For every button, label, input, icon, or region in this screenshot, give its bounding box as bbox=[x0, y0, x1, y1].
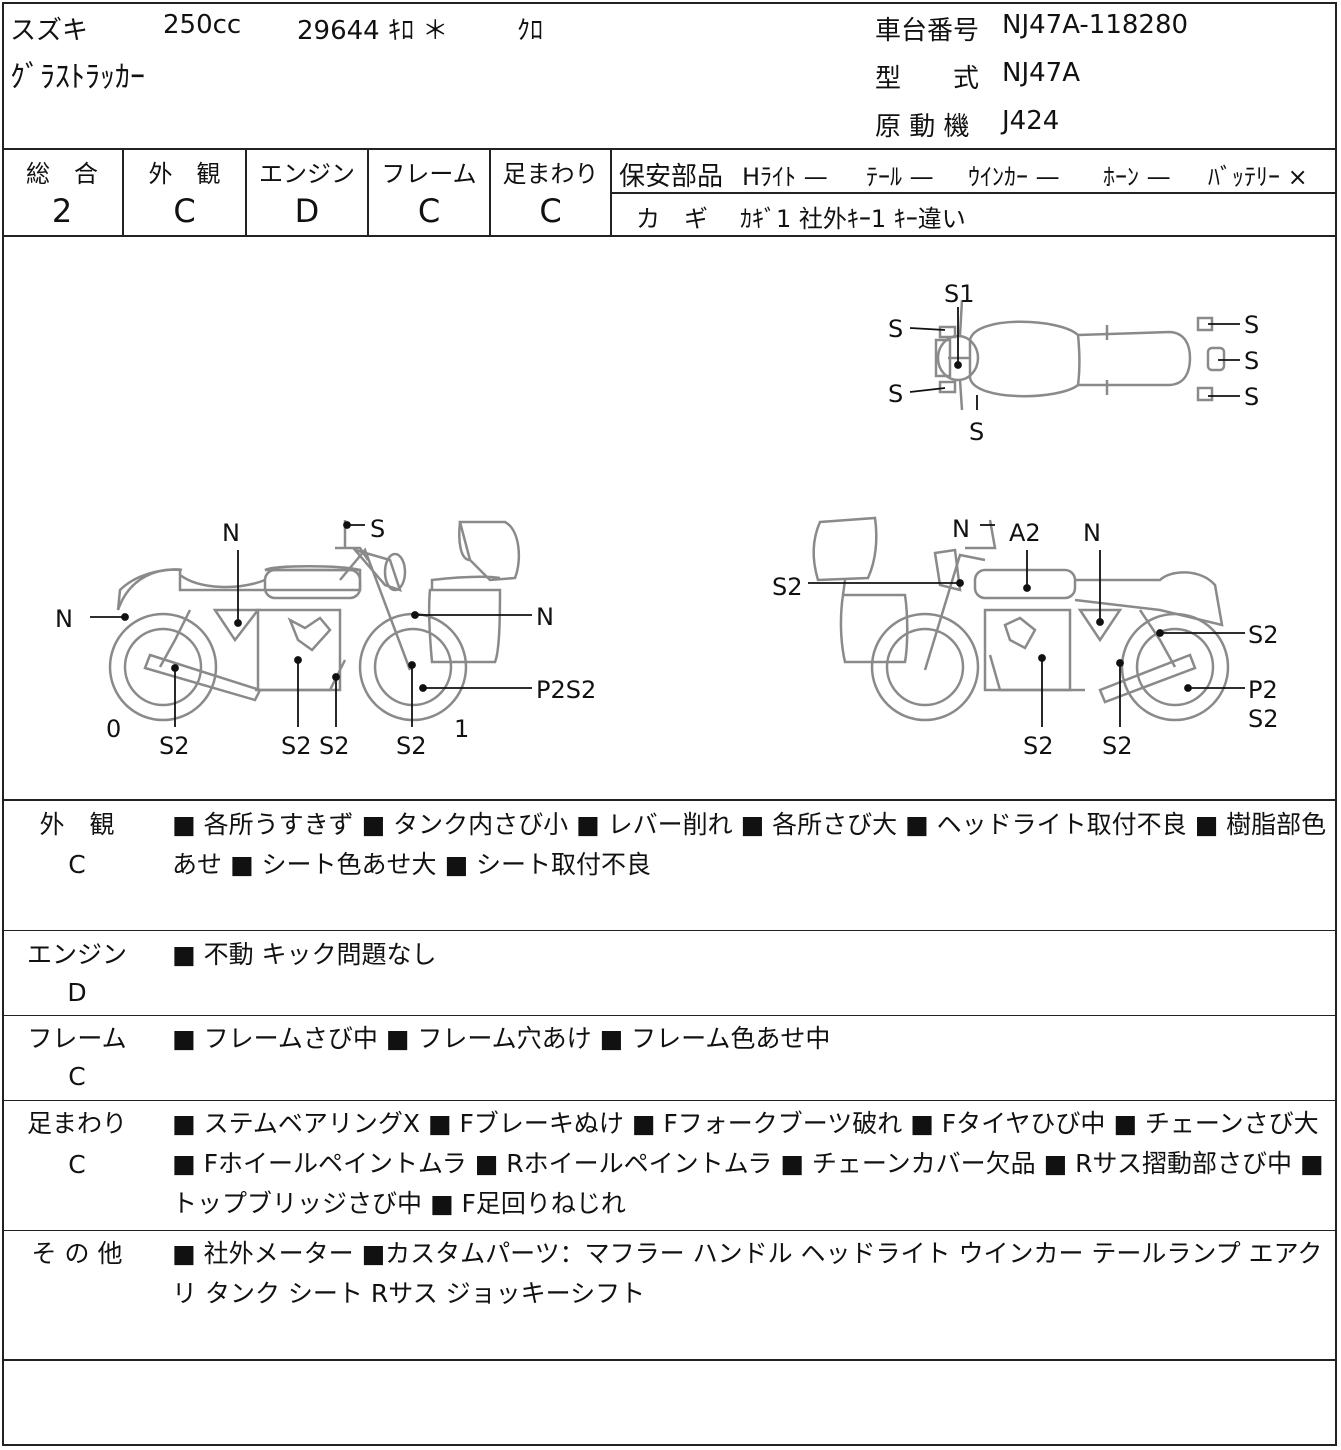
top-label: S1 bbox=[944, 280, 975, 308]
engine-label: 原 動 機 bbox=[875, 112, 970, 142]
top-label: S bbox=[1244, 311, 1259, 339]
right-label: S2 bbox=[772, 573, 803, 601]
motorcycle-left-side-view bbox=[108, 520, 521, 722]
section-exterior-grade: C bbox=[68, 850, 86, 879]
left-label: S bbox=[370, 515, 385, 543]
divider bbox=[610, 148, 612, 236]
grade-frame-value: C bbox=[417, 192, 441, 230]
safety-item-horn: ﾎｰﾝ — bbox=[1103, 163, 1171, 191]
right-label: N bbox=[952, 515, 970, 543]
divider bbox=[2, 799, 1337, 801]
right-label: P2 bbox=[1248, 676, 1278, 704]
section-frame-text: ■ フレームさび中 ■ フレーム穴あけ ■ フレーム色あせ中 bbox=[172, 1024, 831, 1053]
section-frame-label: フレーム bbox=[27, 1024, 127, 1053]
divider bbox=[245, 148, 247, 236]
left-label: S2 bbox=[281, 732, 312, 760]
divider bbox=[2, 235, 1337, 237]
top-label: S bbox=[888, 380, 903, 408]
divider bbox=[2, 930, 1337, 931]
section-suspension-label: 足まわり bbox=[26, 1109, 127, 1138]
right-label: S2 bbox=[1248, 705, 1279, 733]
right-label: S2 bbox=[1102, 732, 1133, 760]
left-label: S2 bbox=[396, 732, 427, 760]
left-label: S2 bbox=[319, 732, 350, 760]
right-label: S2 bbox=[1248, 621, 1279, 649]
type-label: 型 式 bbox=[875, 64, 980, 94]
right-label: N bbox=[1083, 519, 1101, 547]
divider bbox=[2, 148, 1337, 150]
grade-engine-label: エンジン bbox=[259, 160, 355, 188]
model-name: ｸﾞﾗｽﾄﾗｯｶｰ bbox=[10, 60, 145, 95]
section-suspension-text: ■ ステムベアリングX ■ Fブレーキぬけ ■ Fフォークブーツ破れ ■ Fタイ… bbox=[172, 1109, 1324, 1218]
right-label: S2 bbox=[1023, 732, 1054, 760]
divider bbox=[489, 148, 491, 236]
section-exterior-text: ■ 各所うすきず ■ タンク内さび小 ■ レバー削れ ■ 各所さび大 ■ ヘッド… bbox=[172, 810, 1327, 879]
motorcycle-right-side-view bbox=[812, 516, 1230, 722]
motorcycle-damage-diagram: S1 S S S S S S N N S N P2S2 0 S2 S2 S2 S… bbox=[55, 280, 1279, 760]
safety-item-winker: ｳｲﾝｶｰ — bbox=[968, 163, 1060, 191]
damage-leader-lines bbox=[90, 307, 1245, 727]
frame-no: NJ47A-118280 bbox=[1002, 10, 1189, 40]
safety-item-battery: ﾊﾞｯﾃﾘｰ × bbox=[1208, 163, 1308, 191]
grade-overall-value: 2 bbox=[51, 192, 73, 230]
section-exterior-label: 外 観 bbox=[39, 810, 115, 839]
displacement: 250cc bbox=[163, 10, 242, 40]
key-label: カ ギ bbox=[636, 205, 708, 233]
grade-suspension-label: 足まわり bbox=[502, 160, 599, 188]
left-label: 1 bbox=[454, 715, 469, 743]
left-label: N bbox=[55, 605, 73, 633]
diagram-labels: S1 S S S S S S N N S N P2S2 0 S2 S2 S2 S… bbox=[55, 280, 1279, 760]
divider bbox=[2, 1230, 1337, 1231]
grade-suspension-value: C bbox=[539, 192, 562, 230]
divider bbox=[2, 1359, 1337, 1361]
type-value: NJ47A bbox=[1002, 58, 1080, 88]
color: ｸﾛ bbox=[517, 16, 544, 46]
right-label: A2 bbox=[1009, 519, 1041, 547]
grade-frame-label: フレーム bbox=[381, 160, 477, 188]
section-engine-label: エンジン bbox=[26, 940, 127, 969]
safety-item-tail: ﾃｰﾙ — bbox=[866, 163, 934, 191]
top-label: S bbox=[888, 315, 903, 343]
section-other-text: ■ 社外メーター ■カスタムパーツ：マフラー ハンドル ヘッドライト ウインカー… bbox=[172, 1239, 1323, 1308]
engine-model: J424 bbox=[1002, 106, 1060, 136]
section-engine-text: ■ 不動 キック問題なし bbox=[172, 940, 437, 969]
divider bbox=[2, 1100, 1337, 1101]
top-label: S bbox=[1244, 383, 1259, 411]
frame-no-label: 車台番号 bbox=[875, 16, 980, 46]
grade-overall-label: 総 合 bbox=[26, 160, 98, 188]
section-suspension-grade: C bbox=[68, 1150, 86, 1179]
left-label: S2 bbox=[159, 732, 190, 760]
divider bbox=[122, 148, 124, 236]
section-frame-grade: C bbox=[68, 1062, 86, 1091]
grade-engine-value: D bbox=[294, 192, 320, 230]
divider bbox=[367, 148, 369, 236]
divider bbox=[2, 1015, 1337, 1016]
left-label: N bbox=[222, 519, 240, 547]
left-label: N bbox=[536, 603, 554, 631]
safety-label: 保安部品 bbox=[619, 162, 724, 192]
motorcycle-top-view bbox=[934, 299, 1226, 411]
top-label: S bbox=[1244, 347, 1259, 375]
top-label: S bbox=[969, 418, 984, 446]
section-other-label: そ の 他 bbox=[31, 1239, 123, 1268]
mileage: 29644 ｷﾛ ＊ bbox=[297, 16, 449, 46]
grade-exterior-value: C bbox=[173, 192, 196, 230]
grade-exterior-label: 外 観 bbox=[148, 160, 221, 188]
left-label: 0 bbox=[106, 715, 121, 743]
left-label: P2S2 bbox=[536, 676, 596, 704]
key-text: ｶｷﾞ1 社外ｷｰ1 ｷｰ違い bbox=[740, 205, 966, 233]
safety-item-headlight: Hﾗｲﾄ — bbox=[742, 163, 828, 191]
divider bbox=[611, 192, 1337, 194]
section-engine-grade: D bbox=[67, 978, 87, 1007]
maker: スズキ bbox=[10, 16, 89, 46]
